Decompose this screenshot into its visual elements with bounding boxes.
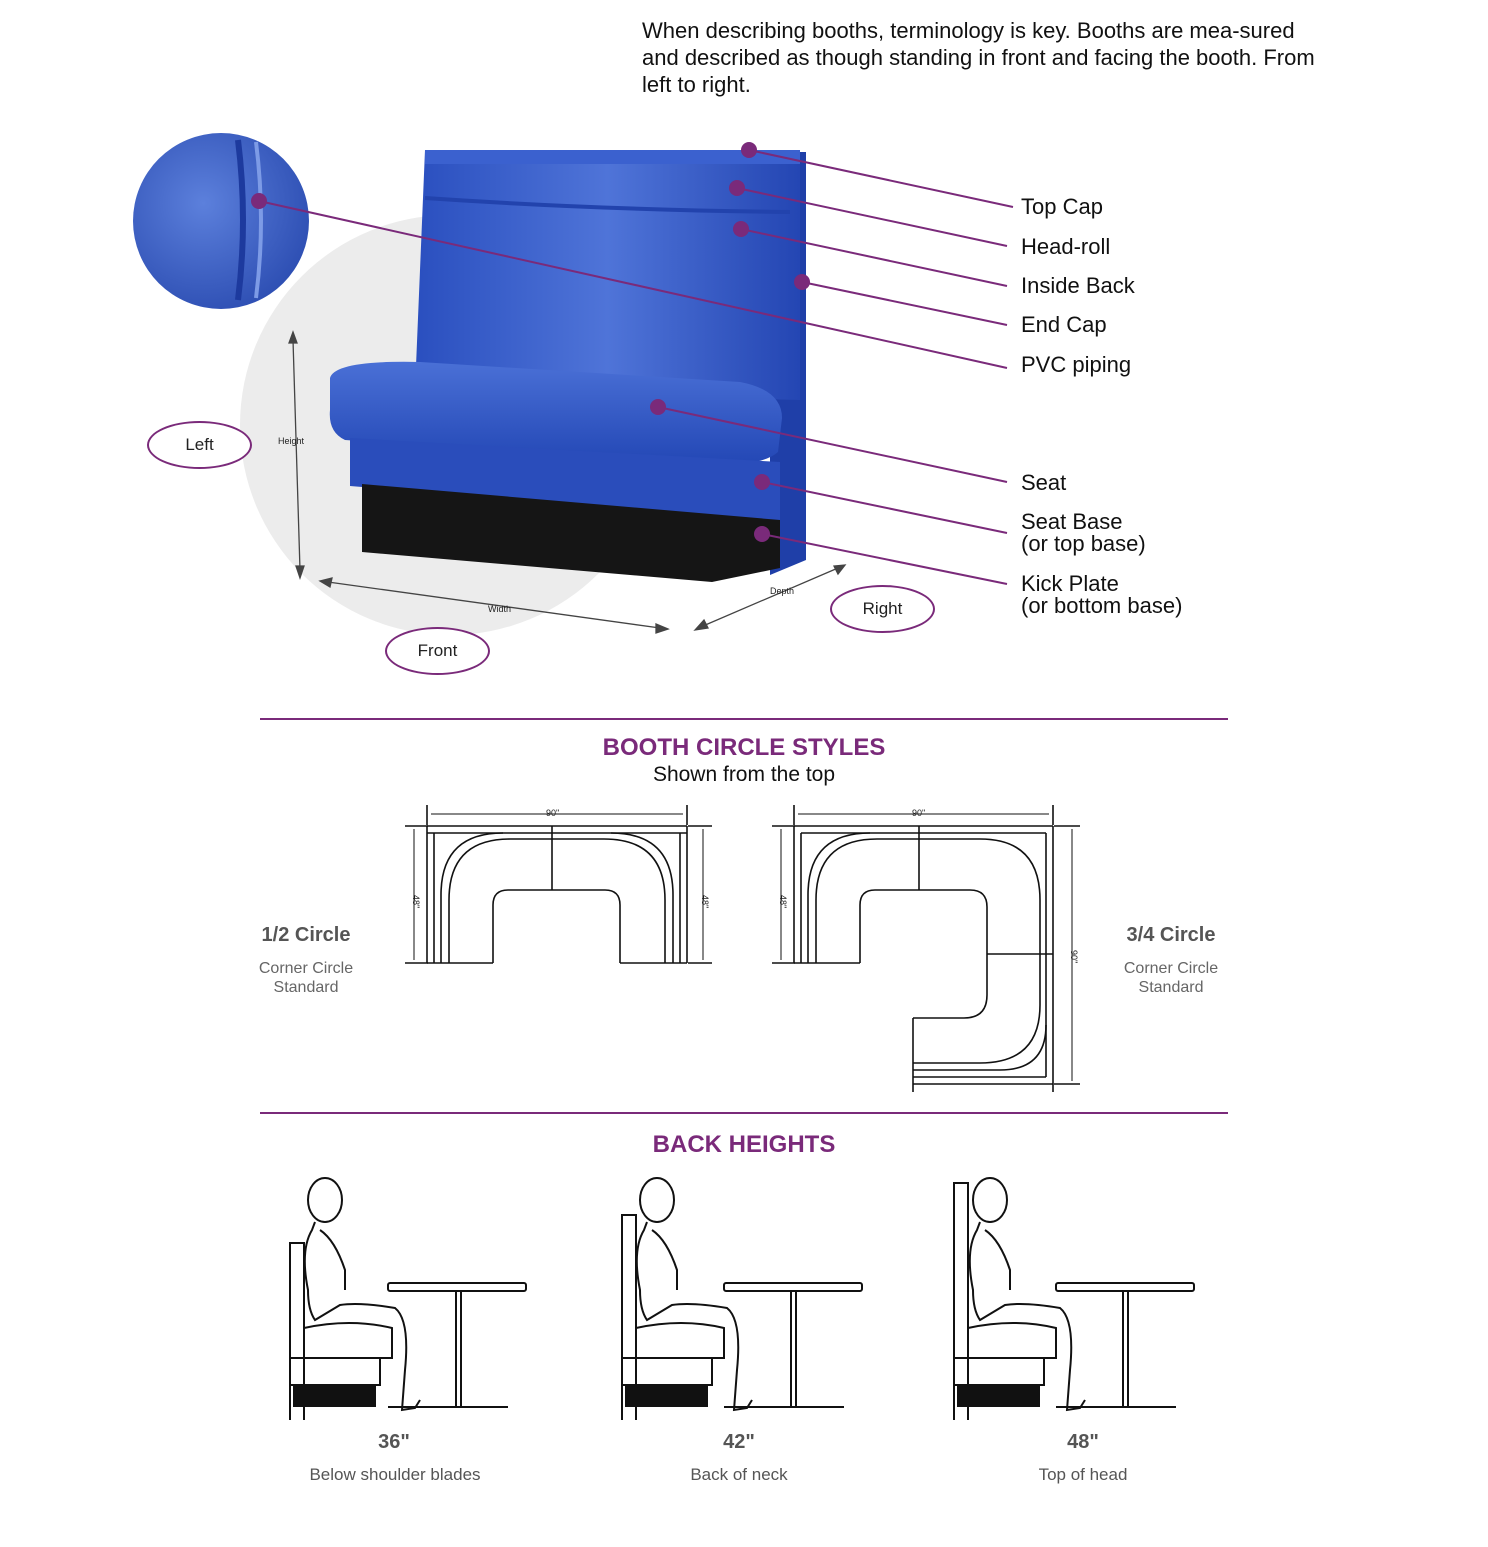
- label-seat: Seat: [1021, 470, 1067, 495]
- seat-dot: [650, 399, 666, 415]
- seat-base-dot: [754, 474, 770, 490]
- top-cap-dot: [741, 142, 757, 158]
- half-circle-name: 1/2 Circle: [261, 924, 351, 946]
- back-heights-title: BACK HEIGHTS: [652, 1131, 836, 1158]
- seat-base-title: Seat Base: [1021, 509, 1123, 534]
- three-quarter-circle-desc: Corner Circle Standard: [1091, 959, 1251, 997]
- label-head-roll: Head-roll: [1021, 234, 1111, 259]
- head-roll-dot: [729, 180, 745, 196]
- back-height-42-desc: Back of neck: [690, 1465, 788, 1484]
- half-circle-desc: Corner Circle Standard: [226, 959, 386, 997]
- tq-depth-dim: 48": [778, 895, 788, 908]
- label-end-cap: End Cap: [1021, 312, 1107, 337]
- label-inside-back: Inside Back: [1021, 273, 1135, 298]
- divider-top: [260, 718, 1228, 720]
- kick-plate-sub: (or bottom base): [1021, 593, 1183, 618]
- half-circle-desc-line1: Corner Circle: [258, 960, 354, 977]
- depth-dim-label: Depth: [770, 586, 794, 596]
- front-oval: Front: [385, 627, 490, 675]
- three-quarter-circle-name: 3/4 Circle: [1126, 924, 1216, 946]
- circle-styles-title: BOOTH CIRCLE STYLES: [602, 734, 886, 761]
- kick-plate-dot: [754, 526, 770, 542]
- half-depth-right-dim: 48": [700, 895, 710, 908]
- width-dim-label: Width: [488, 604, 511, 614]
- label-pvc-piping: PVC piping: [1021, 352, 1132, 377]
- tq-side-dim: 90": [1069, 950, 1079, 963]
- seat-base-sub: (or top base): [1021, 531, 1146, 556]
- end-cap-dot: [794, 274, 810, 290]
- kick-plate-title: Kick Plate: [1021, 571, 1119, 596]
- piping-zoom: [133, 133, 309, 309]
- three-quarter-desc-line1: Corner Circle: [1123, 960, 1219, 977]
- three-quarter-diagram: [772, 805, 1080, 1092]
- kick-plate-shape: [362, 484, 780, 582]
- figure-48: [953, 1177, 1195, 1420]
- half-width-dim: 90": [546, 808, 559, 818]
- label-top-cap: Top Cap: [1021, 194, 1103, 219]
- label-kick-plate: Kick Plate (or bottom base): [1021, 573, 1182, 617]
- intro-text: When describing booths, terminology is k…: [642, 18, 1315, 97]
- back-height-48-desc: Top of head: [1038, 1465, 1128, 1484]
- tq-width-dim: 90": [912, 808, 925, 818]
- circle-styles-subtitle: Shown from the top: [652, 763, 836, 786]
- back-height-figures: [289, 1177, 1195, 1420]
- right-oval: Right: [830, 585, 935, 633]
- circle-diagrams: 90" 48" 48" 90" 48" 90": [405, 805, 1080, 1092]
- three-quarter-desc-line2: Standard: [1138, 979, 1204, 996]
- seat-base-shape: [350, 438, 780, 522]
- figure-36: [289, 1177, 527, 1420]
- half-circle-diagram: [405, 805, 712, 964]
- label-seat-base: Seat Base (or top base): [1021, 511, 1146, 555]
- back-height-48-value: 48": [1067, 1431, 1099, 1453]
- left-oval: Left: [147, 421, 252, 469]
- back-height-36-desc: Below shoulder blades: [309, 1465, 481, 1484]
- divider-bottom: [260, 1112, 1228, 1114]
- height-dim-label: Height: [278, 436, 305, 446]
- figure-42: [621, 1177, 863, 1420]
- inside-back-dot: [733, 221, 749, 237]
- back-height-36-value: 36": [378, 1431, 410, 1453]
- pvc-piping-dot: [251, 193, 267, 209]
- half-circle-desc-line2: Standard: [273, 979, 339, 996]
- seat-shape: [329, 361, 782, 465]
- booth-illustration: Height Width Depth: [133, 133, 1014, 635]
- half-depth-left-dim: 48": [411, 895, 421, 908]
- back-height-42-value: 42": [723, 1431, 755, 1453]
